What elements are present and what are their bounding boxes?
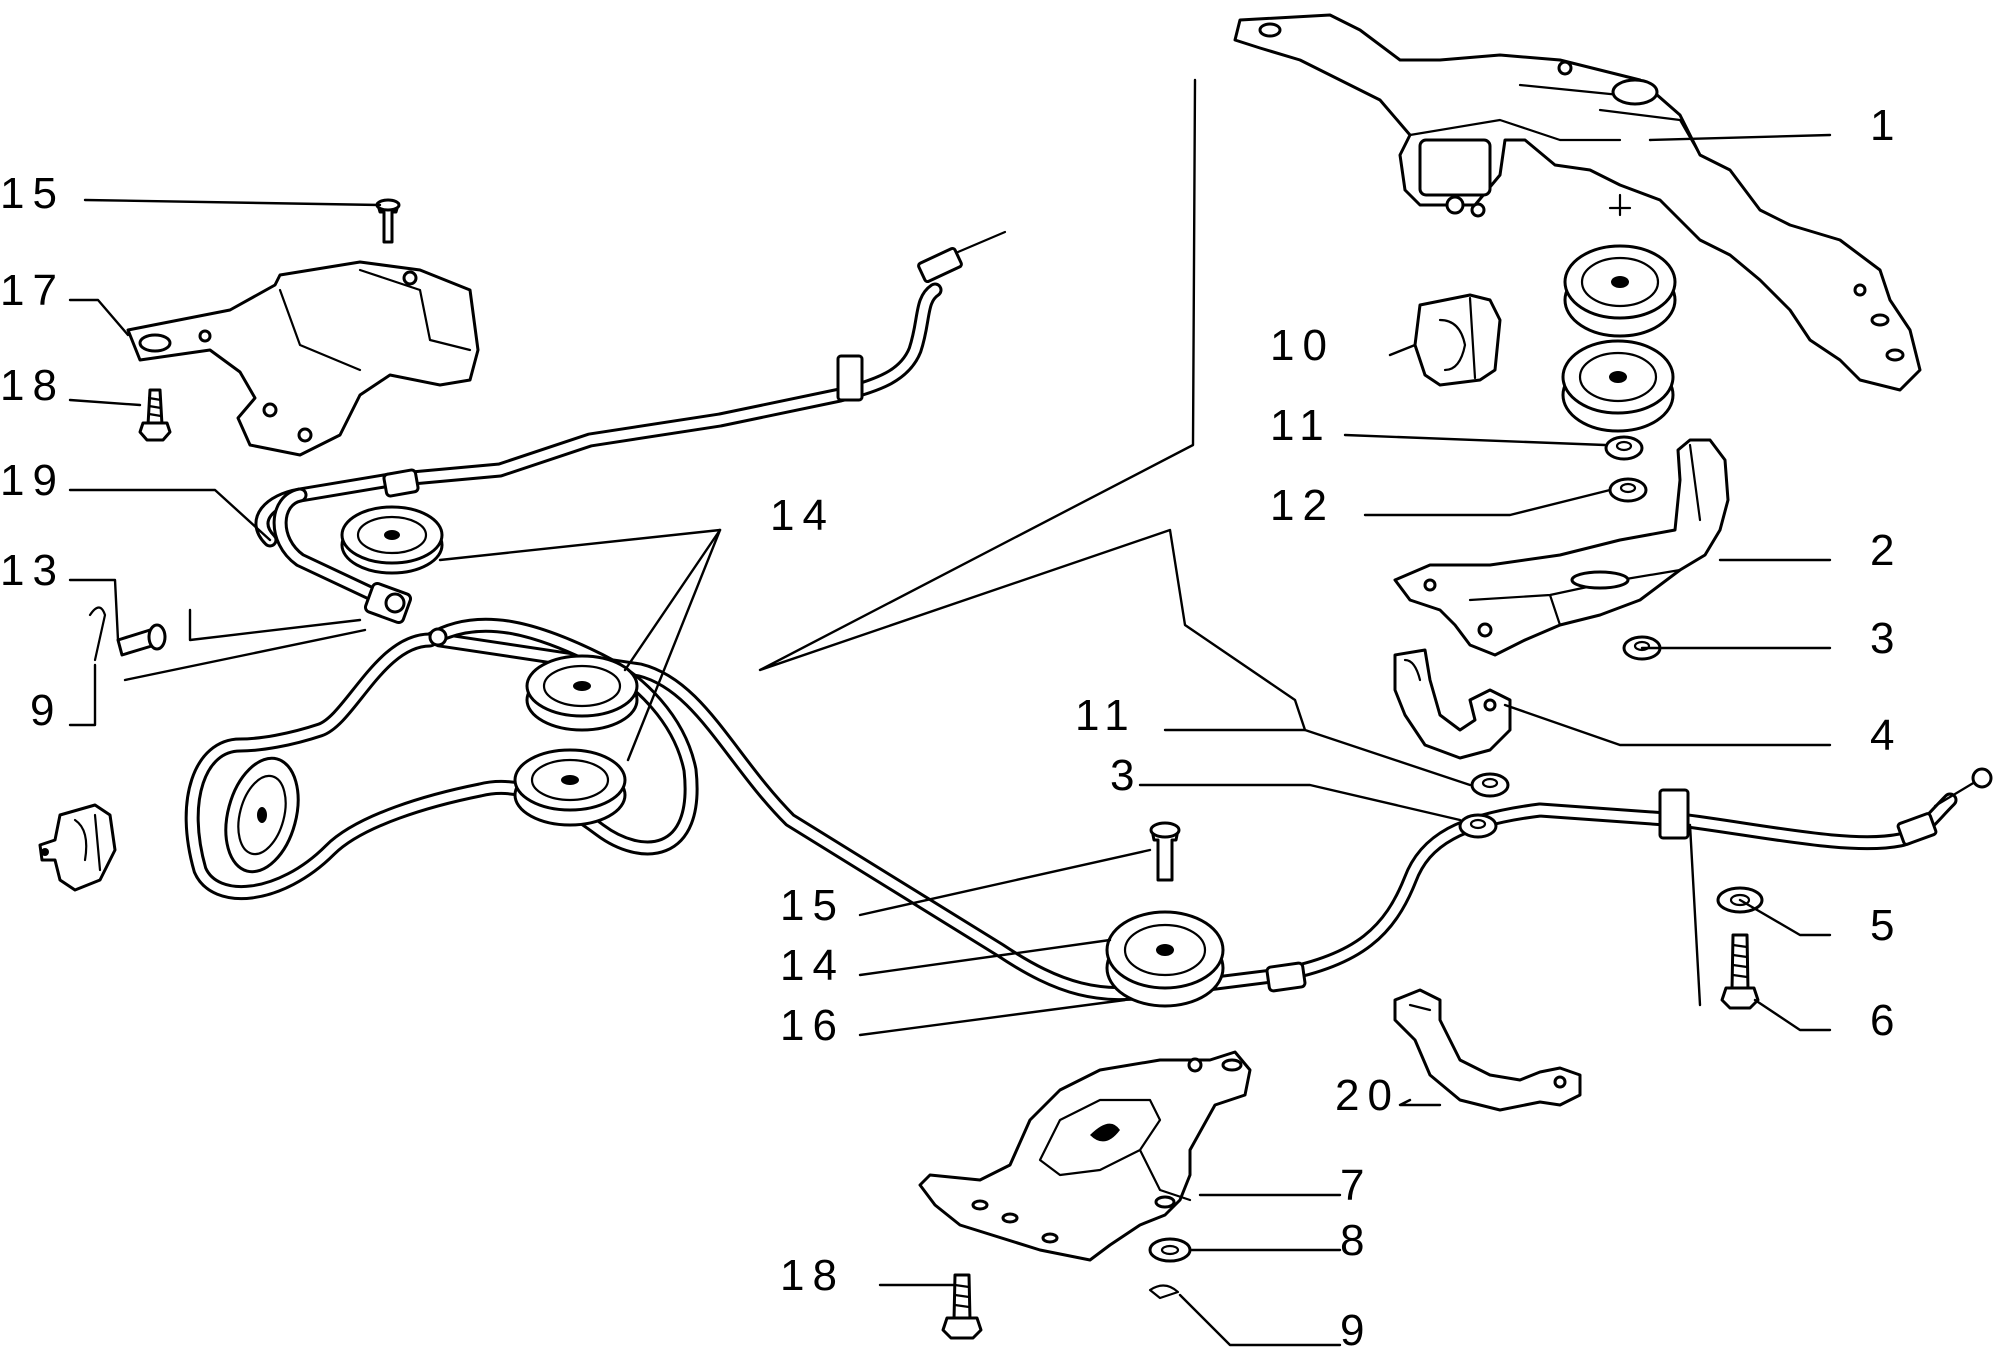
callout-18-left: 18 [0,361,65,410]
callout-14-center: 14 [780,941,845,990]
callout-19: 19 [0,456,65,505]
cable-assembly [184,230,1993,1002]
pulley-upper-right-b [1561,339,1675,433]
callout-1: 1 [1870,101,1902,150]
callout-3-mid: 3 [1110,751,1142,800]
clamp-20 [1393,988,1582,1112]
bracket-17 [126,260,480,457]
callout-labels: 1 2 3 4 5 6 7 8 9 10 11 12 11 3 15 17 18… [0,101,1902,1349]
callout-16: 16 [780,1001,845,1050]
callout-10: 10 [1270,321,1335,370]
pulley-14-belt-a [525,654,639,732]
pulley-14-center [1105,910,1225,1008]
clamp-10 [1413,293,1502,387]
pulley-upper-right-a [1563,244,1677,338]
callout-12: 12 [1270,481,1335,530]
callout-14-mid: 14 [770,491,835,540]
callout-5: 5 [1870,901,1902,950]
callout-13: 13 [0,546,65,595]
bracket-7 [918,1050,1252,1262]
cable-clip-left [38,803,117,892]
callout-15-center: 15 [780,881,845,930]
callout-2: 2 [1870,526,1902,575]
callout-4: 4 [1870,711,1902,760]
callout-18-bottom: 18 [780,1251,845,1300]
callout-3-right: 3 [1870,614,1902,663]
callout-15-left: 15 [0,169,65,218]
bracket-2 [1393,438,1730,657]
pulley-loop-left [224,756,300,874]
pulley-14-belt-b [513,748,627,827]
pulley-group [224,244,1677,1008]
callout-17: 17 [0,266,65,315]
callout-9-left: 9 [30,686,62,735]
callout-11-mid: 11 [1075,691,1137,740]
callout-11-top: 11 [1270,401,1332,450]
callout-8: 8 [1340,1216,1372,1265]
callout-9-bottom: 9 [1340,1306,1372,1349]
callout-20: 20 [1335,1071,1400,1120]
pulley-14-upper [340,505,444,575]
bracket-1 [1233,13,1922,392]
callout-7: 7 [1340,1161,1372,1210]
callout-6: 6 [1870,996,1902,1045]
clamp-4 [1393,648,1512,760]
leader-lines [68,78,1832,1347]
fasteners [88,198,1764,1340]
